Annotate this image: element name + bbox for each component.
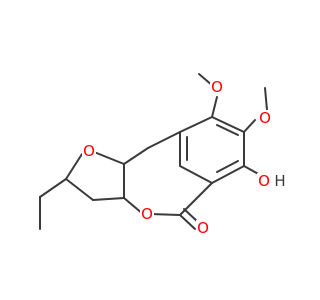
atom-o-methoxy-right: O — [259, 109, 271, 127]
bond-ring-double-2 — [216, 160, 239, 173]
atom-o-hydroxy: O — [258, 172, 270, 190]
bond-furan-3 — [65, 178, 94, 201]
molecule-structure-diagram: O O O H O O O — [39, 73, 286, 237]
label-bg-o-methoxy-top — [210, 79, 224, 95]
atom-o-methoxy-top: O — [211, 78, 223, 96]
bond-ring-6 — [179, 116, 213, 133]
bond-ring-double-1 — [216, 124, 239, 136]
bond-lactone-5 — [123, 147, 149, 165]
label-bg-o-furan — [82, 143, 96, 159]
atom-o-pyran: O — [141, 205, 153, 223]
bond-furan-2 — [65, 153, 83, 180]
bond-lactone-2 — [149, 213, 181, 216]
bond-lactone-3 — [123, 197, 144, 215]
label-bg-o-hydroxy — [257, 173, 271, 189]
bond-methoxy-right-methyl — [264, 87, 268, 111]
bond-furan-4 — [92, 197, 125, 201]
bond-lines — [39, 73, 268, 230]
bond-ring-4 — [179, 165, 213, 184]
bond-ring-1 — [211, 116, 245, 133]
atom-h-hydroxy: H — [274, 172, 285, 190]
atom-labels: O O O H O O O — [82, 78, 286, 237]
label-bg-o-methoxy-right — [258, 110, 272, 126]
bond-lactone-6 — [147, 131, 181, 149]
label-bg-o-carbonyl — [196, 220, 210, 236]
atom-o-furan: O — [83, 142, 95, 160]
bond-carbonyl-1 — [179, 214, 196, 230]
label-bg-o-pyran — [140, 206, 154, 222]
atom-o-carbonyl: O — [197, 219, 209, 237]
bond-propyl-1 — [39, 178, 67, 198]
bond-methoxy-right-ring — [243, 119, 256, 133]
bond-methoxy-top-ring — [211, 96, 218, 118]
bond-ring-3 — [211, 165, 245, 184]
